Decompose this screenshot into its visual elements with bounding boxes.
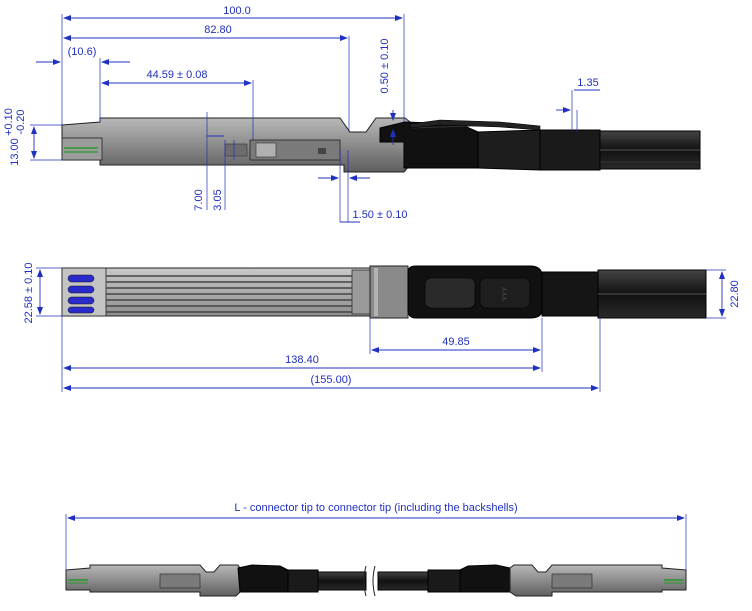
side-view-dimensions: 100.0 82.80 (10.6) 44.59 ± 0.08 0.50 ± 0… [3,5,600,223]
dim-height-13: 13.00 [9,138,21,166]
dim-len-82-80: 82.80 [204,24,232,36]
dim-ref-10-6: (10.6) [68,46,97,58]
dim-offset-1-35: 1.35 [577,77,598,89]
dim-tol-plus: +0.10 [3,108,15,136]
cable-assembly-view [65,564,687,597]
dim-width-22-80: 22.80 [729,280,741,308]
dim-width-22-58: 22.58 ± 0.10 [23,262,35,323]
dim-ref-155: (155.00) [311,374,352,386]
top-view-dimensions: 22.58 ± 0.10 22.80 49.85 138.40 (155.00) [23,262,741,392]
dim-len-138-40: 138.40 [285,354,319,366]
brand-mark: YYY [502,287,509,301]
dim-gap-0-50: 0.50 ± 0.10 [379,39,391,94]
dim-h-3-05: 3.05 [212,189,224,210]
cable-length-label: L - connector tip to connector tip (incl… [234,502,517,514]
dim-gap-1-50: 1.50 ± 0.10 [353,209,408,221]
dim-len-44-59: 44.59 ± 0.08 [146,69,207,81]
side-view [61,117,701,173]
cable-length-dimension: L - connector tip to connector tip (incl… [65,502,687,570]
dim-len-49-85: 49.85 [442,336,470,348]
dim-overall-100: 100.0 [223,5,251,17]
top-view: YYY [61,265,707,319]
dim-h-7-00: 7.00 [193,189,205,210]
dim-tol-minus: -0.20 [15,109,27,134]
